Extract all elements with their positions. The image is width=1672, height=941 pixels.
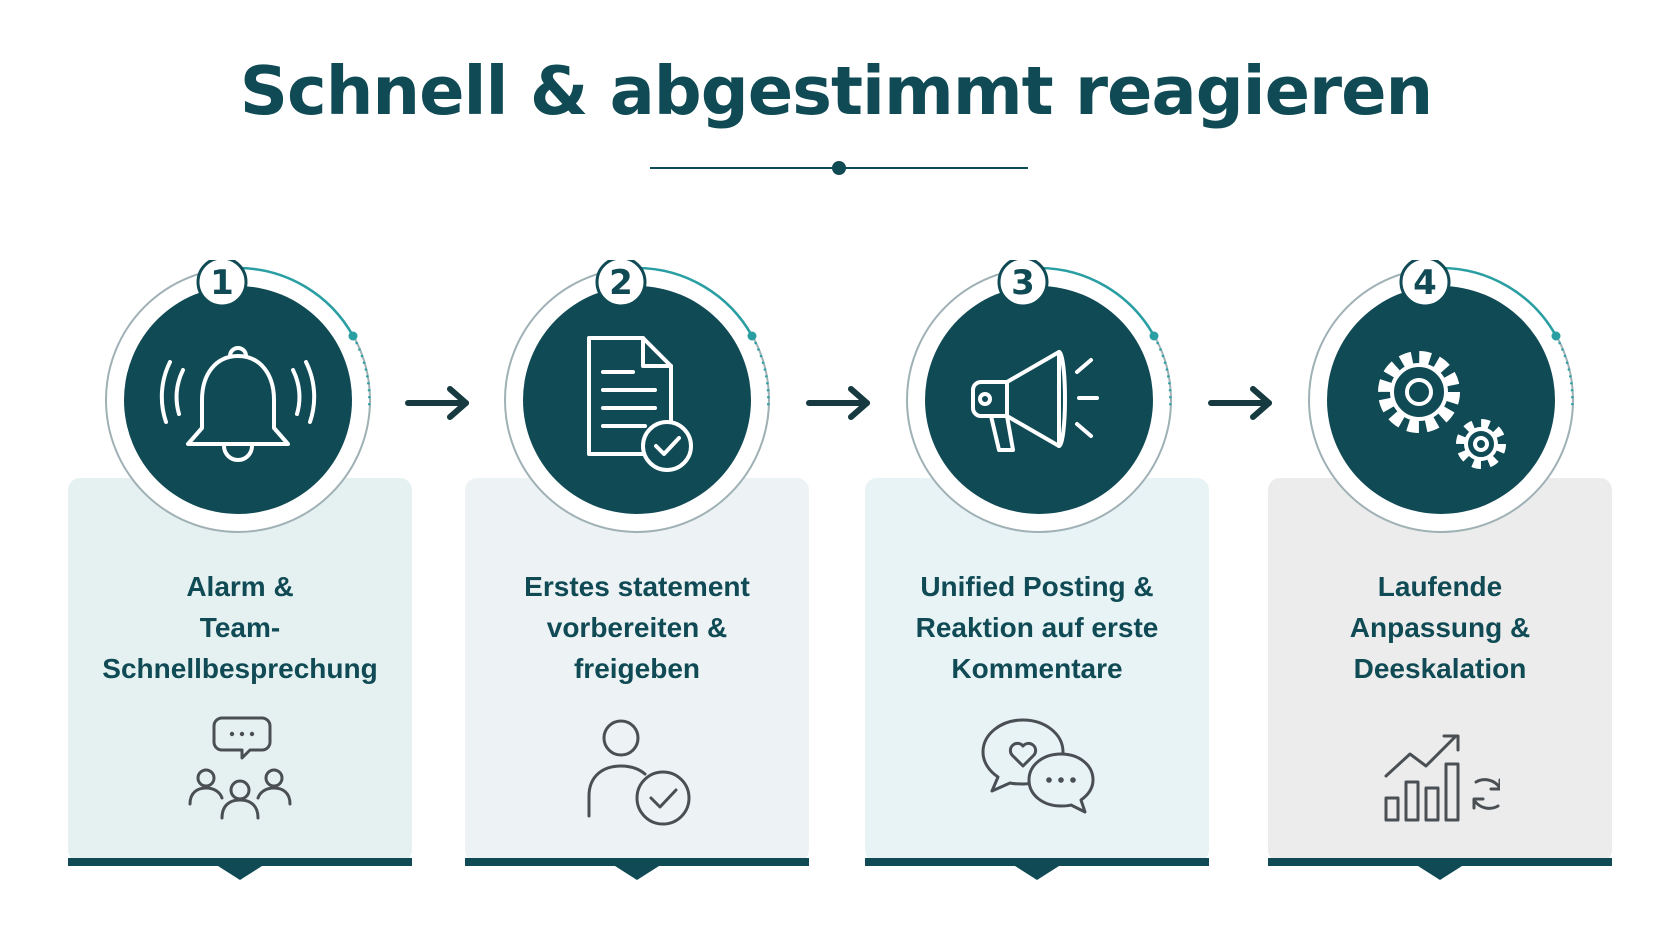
step-label-2: Erstes statement vorbereiten & freigeben: [524, 571, 750, 684]
step-card-3: Unified Posting & Reaktion auf erste Kom…: [865, 478, 1209, 880]
chat-bubbles-icon: [981, 718, 1095, 814]
document-check-icon: [587, 336, 693, 472]
bell-icon: [159, 346, 317, 462]
team-chat-icon: [188, 716, 292, 820]
growth-chart-icon: [1384, 734, 1500, 822]
card-base-2: [465, 858, 809, 880]
gears-icon: [1378, 351, 1506, 469]
step-number-2: 2: [609, 263, 633, 303]
card-base-1: [68, 858, 412, 880]
title-divider: [650, 161, 1028, 175]
step-ring-4: 4: [1308, 260, 1574, 533]
step-label-3: Unified Posting & Reaktion auf erste Kom…: [915, 571, 1159, 684]
step-number-3: 3: [1011, 263, 1035, 303]
step-card-4: Laufende Anpassung & Deeskalation: [1268, 478, 1612, 880]
arrow-right-icon: [1208, 386, 1272, 420]
user-approve-icon: [587, 719, 691, 826]
card-base-4: [1268, 858, 1612, 880]
step-ring-3: 3: [906, 260, 1172, 533]
step-number-1: 1: [210, 263, 234, 303]
megaphone-icon: [971, 350, 1099, 452]
step-label-1: Alarm & Team- Schnellbesprechung: [102, 571, 378, 684]
arrow-right-icon: [806, 386, 870, 420]
arrow-right-icon: [405, 386, 469, 420]
step-label-4: Laufende Anpassung & Deeskalation: [1349, 571, 1531, 684]
step-number-4: 4: [1413, 263, 1437, 303]
step-card-1: Alarm & Team- Schnellbesprechung: [68, 478, 412, 880]
step-ring-1: 1: [105, 260, 371, 533]
step-card-2: Erstes statement vorbereiten & freigeben: [465, 478, 809, 880]
step-ring-2: 2: [504, 260, 770, 533]
page-title: Schnell & abgestimmt reagieren: [239, 52, 1434, 130]
card-base-3: [865, 858, 1209, 880]
